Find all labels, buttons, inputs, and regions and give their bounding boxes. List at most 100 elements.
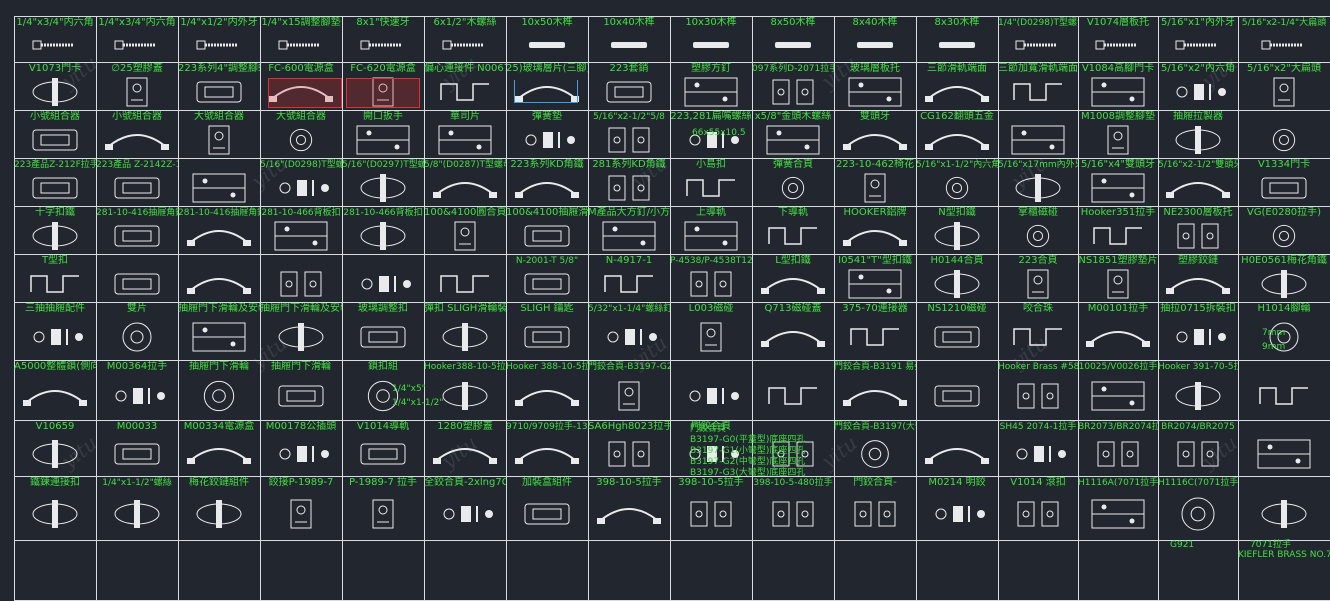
part-outline-icon [32, 129, 78, 151]
part-drawing [98, 76, 176, 108]
part-outline-icon [607, 329, 657, 345]
part-drawing [590, 172, 668, 204]
part-drawing [1080, 172, 1156, 204]
part-drawing [262, 220, 340, 252]
part-outline-icon [114, 273, 160, 295]
part-label: N-2001-T 5/8" [515, 256, 579, 266]
part-label: 223套銷 [609, 63, 649, 74]
part-outline-icon [290, 499, 312, 529]
part-label: 281-10-416抽屜角鐵 [96, 208, 178, 218]
part-outline-icon [618, 381, 640, 411]
part-drawing [1080, 316, 1156, 358]
part-label: 281-10-466背板扣 [343, 208, 423, 218]
grid-vline [1078, 16, 1079, 600]
part-outline-icon [1095, 40, 1136, 50]
part-outline-icon [524, 503, 570, 525]
part-label: 門鉸合頁 [691, 421, 731, 432]
part-outline-icon [934, 222, 980, 250]
part-drawing [1160, 490, 1236, 538]
part-drawing [590, 268, 668, 300]
part-drawing [344, 268, 422, 300]
part-drawing [344, 30, 422, 60]
part-outline-icon [1091, 77, 1145, 107]
part-outline-icon [843, 230, 907, 246]
part-outline-icon [440, 83, 489, 101]
part-drawing [344, 316, 422, 358]
part-label: N型扣鐵 [938, 207, 976, 218]
part-outline-icon [1272, 128, 1296, 152]
grid-hline [14, 476, 1330, 477]
part-label: 223合頁 [1018, 255, 1058, 266]
part-outline-icon [606, 81, 652, 103]
grid-vline [916, 16, 917, 600]
part-outline-icon [761, 278, 825, 294]
part-label: 6x1/2"木螺絲 [433, 17, 497, 28]
grid-vline [342, 16, 343, 600]
part-drawing [344, 434, 422, 474]
dimension-note: 66x55x10.5 [692, 128, 746, 138]
part-label: 5/16"x4"雙頭牙 [1081, 159, 1155, 170]
part-drawing [754, 30, 832, 60]
part-drawing [754, 490, 832, 538]
part-drawing [98, 316, 176, 358]
part-label: 9710/9709拉手-1300 [506, 422, 588, 432]
part-outline-icon [1166, 182, 1230, 198]
part-drawing [836, 76, 914, 108]
part-outline-icon [854, 501, 896, 527]
part-outline-icon [1166, 278, 1230, 294]
part-drawing [1000, 124, 1076, 156]
part-drawing [1240, 374, 1328, 418]
part-drawing [16, 434, 94, 474]
part-drawing [180, 374, 258, 418]
part-label: H1116A(7071拉手) [1078, 478, 1158, 488]
part-label: 彈簧合頁 [773, 159, 813, 170]
part-drawing [262, 490, 340, 538]
hinge-note-line: B3197-G2(中彎型)底座四孔 [690, 457, 806, 467]
part-drawing [1080, 124, 1156, 156]
part-drawing [672, 268, 750, 300]
part-drawing [918, 316, 996, 358]
dimension-note: G921 [1170, 540, 1195, 550]
grid-vline [834, 16, 835, 600]
part-label: 塑膠方釘 [691, 63, 731, 74]
part-drawing [180, 124, 258, 156]
part-label: 玻璃調整扣 [358, 303, 408, 314]
part-drawing [426, 220, 504, 252]
part-drawing [508, 220, 586, 252]
part-label: M產品大方釘/小方釘 [588, 207, 670, 218]
part-drawing [16, 172, 94, 204]
part-label: 大號組合器 [194, 111, 244, 122]
part-drawing [754, 316, 832, 358]
part-outline-icon [689, 446, 739, 462]
part-drawing [836, 434, 914, 474]
part-outline-icon [1272, 224, 1296, 248]
part-label: 門鉸合頁- [853, 477, 897, 488]
part-drawing [16, 490, 94, 538]
part-label: A5000整體鎖(側向) [14, 361, 96, 372]
part-outline-icon [360, 174, 406, 202]
part-drawing [16, 316, 94, 358]
part-outline-icon [187, 278, 251, 294]
part-outline-icon [781, 176, 805, 200]
part-drawing [918, 490, 996, 538]
part-drawing [754, 172, 832, 204]
part-drawing [836, 220, 914, 252]
part-drawing [1000, 316, 1076, 358]
part-outline-icon [939, 42, 975, 48]
grid-hline [14, 62, 1330, 63]
part-outline-icon [772, 441, 814, 467]
part-outline-icon [597, 508, 661, 524]
part-label: 8x30木榫 [934, 17, 980, 28]
part-outline-icon [602, 221, 656, 251]
part-outline-icon [935, 506, 985, 522]
part-outline-icon [115, 388, 165, 404]
part-label: V1014導軌 [356, 421, 410, 432]
part-outline-icon [772, 79, 814, 105]
part-outline-icon [1027, 269, 1049, 299]
part-outline-icon [33, 329, 83, 345]
part-label: VG(E0280拉手) [1246, 207, 1322, 218]
part-label: M00334電源盒 [183, 421, 255, 432]
part-outline-icon [1097, 441, 1139, 467]
part-drawing [918, 30, 996, 60]
part-outline-icon [433, 448, 497, 464]
